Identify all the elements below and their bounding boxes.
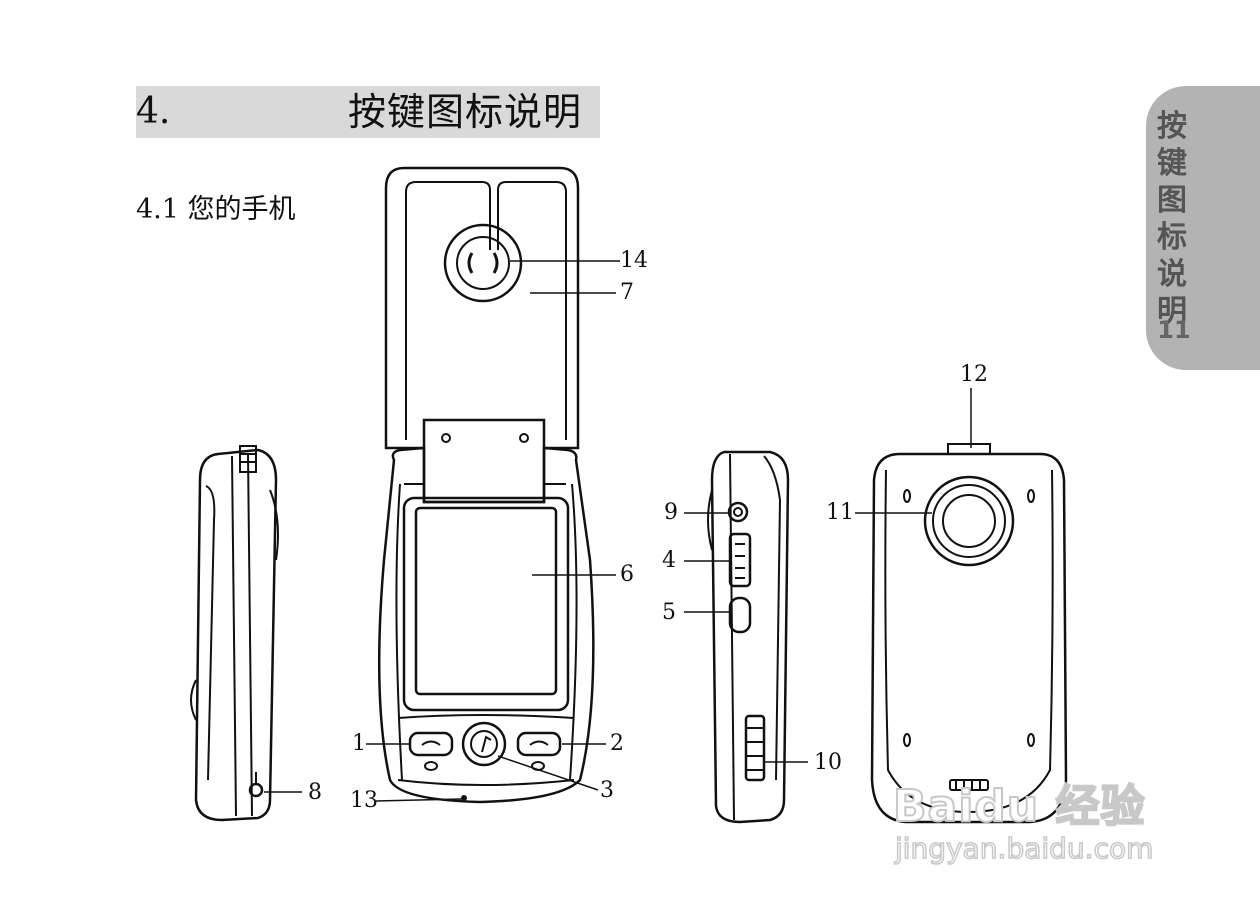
watermark-url: jingyan.baidu.com bbox=[894, 831, 1154, 866]
chapter-side-tab: 按 键 图 标 说 明 11 bbox=[1146, 86, 1260, 370]
phone-back-view bbox=[870, 443, 1068, 824]
callout-8: 8 bbox=[308, 780, 322, 805]
callout-5: 5 bbox=[662, 600, 676, 625]
callout-10: 10 bbox=[814, 750, 842, 775]
callout-1: 1 bbox=[352, 731, 366, 756]
section-number: 4. bbox=[136, 91, 171, 132]
callout-9: 9 bbox=[664, 500, 678, 525]
section-header-bar bbox=[136, 86, 600, 138]
callout-12: 12 bbox=[960, 362, 988, 387]
callout-6: 6 bbox=[620, 562, 634, 587]
phone-left-side-view bbox=[190, 445, 279, 822]
callout-4: 4 bbox=[662, 548, 676, 573]
callout-3: 3 bbox=[600, 778, 614, 803]
callout-2: 2 bbox=[610, 731, 624, 756]
callout-11: 11 bbox=[826, 500, 854, 525]
phone-right-side-view bbox=[707, 450, 790, 824]
callout-7: 7 bbox=[620, 280, 634, 305]
phone-front-view bbox=[377, 166, 595, 804]
subsection-title: 4.1 您的手机 bbox=[136, 194, 296, 225]
leader-lines bbox=[264, 260, 972, 802]
callout-13: 13 bbox=[350, 788, 378, 813]
section-title: 按键图标说明 bbox=[348, 90, 583, 134]
callout-14: 14 bbox=[620, 248, 648, 273]
page-number: 11 bbox=[1157, 316, 1191, 344]
watermark-brand: Baidu 经验 bbox=[892, 780, 1146, 833]
side-tab-label: 按 键 图 标 说 明 bbox=[1157, 109, 1187, 329]
